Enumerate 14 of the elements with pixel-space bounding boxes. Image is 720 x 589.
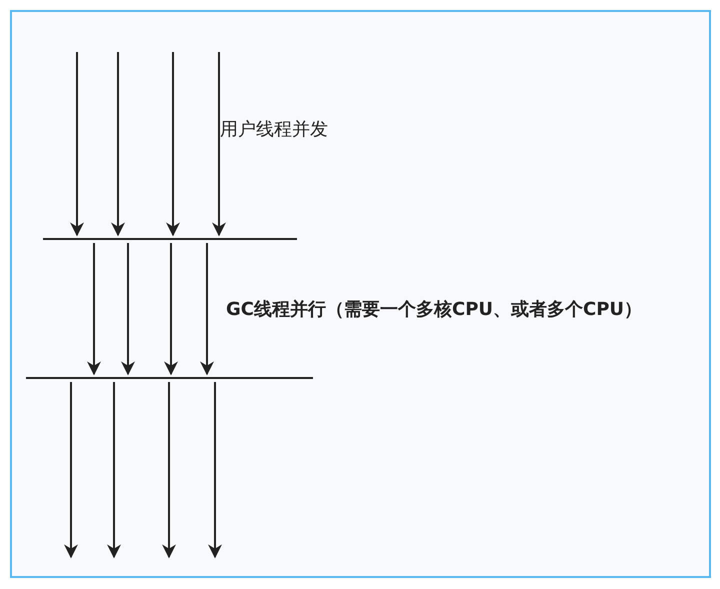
annotation-text: GC线程并行（需要一个多核CPU、或者多个CPU） bbox=[226, 298, 642, 321]
arrow bbox=[166, 52, 180, 236]
arrow bbox=[107, 382, 121, 558]
arrow bbox=[164, 243, 178, 376]
arrow bbox=[212, 52, 226, 236]
annotation-text: 用户线程并发 bbox=[220, 118, 328, 141]
arrow bbox=[70, 52, 84, 236]
arrow bbox=[64, 382, 78, 558]
arrow bbox=[208, 382, 222, 558]
arrow bbox=[121, 243, 135, 376]
arrow bbox=[111, 52, 125, 236]
arrow bbox=[162, 382, 176, 558]
arrow bbox=[200, 243, 214, 376]
arrow bbox=[87, 243, 101, 376]
